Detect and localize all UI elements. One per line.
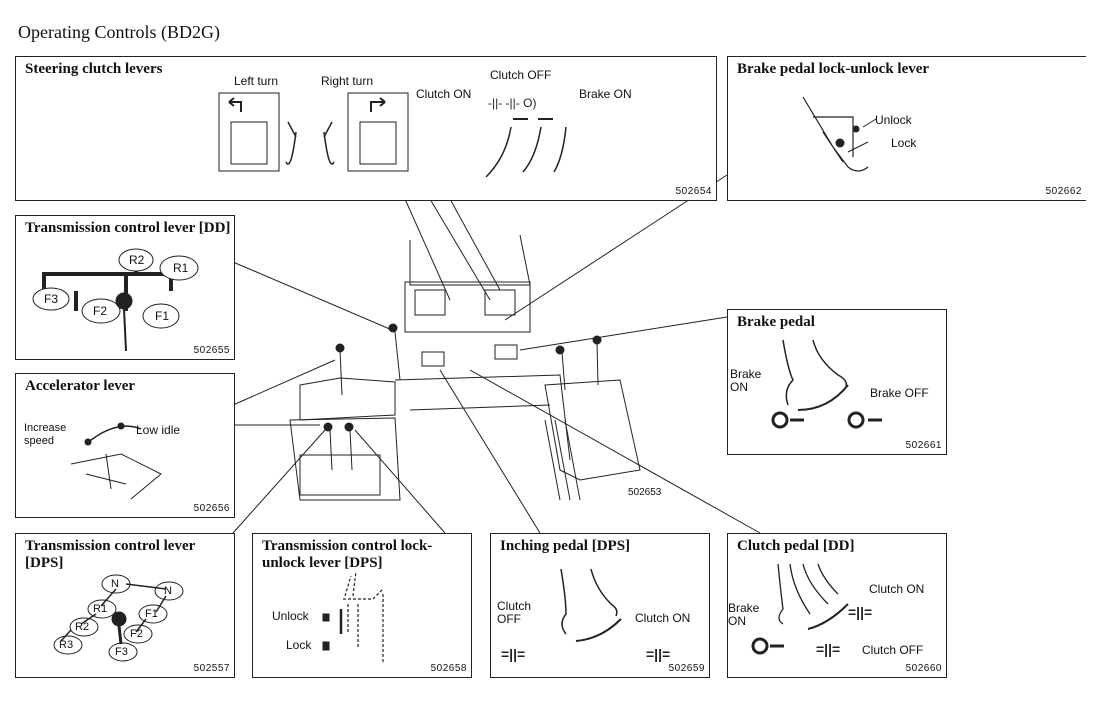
figure-number: 502659 xyxy=(668,663,705,674)
clutch-off-label: Clutch OFF xyxy=(497,599,532,626)
panel-heading: Accelerator lever xyxy=(25,378,136,394)
gear-r2: R2 xyxy=(75,621,90,633)
unlock-label: Unlock xyxy=(875,113,912,127)
clutch-on-label: Clutch ON xyxy=(416,87,472,101)
left-turn-label: Left turn xyxy=(234,74,279,88)
leader-lines xyxy=(232,174,761,534)
figure-number: 502662 xyxy=(1045,186,1082,197)
figure-number: 502660 xyxy=(905,663,942,674)
panel-heading: Transmission control lock-unlock lever [… xyxy=(262,538,433,571)
gear-f2: F2 xyxy=(93,304,108,318)
brake-on-label: Brake ON xyxy=(730,367,762,394)
brake-pedal-illustration xyxy=(771,339,882,429)
clutch-on-label: Clutch ON xyxy=(635,611,691,625)
panel-steering-clutch-levers: -||- -||- O) Steering clutch levers Left… xyxy=(15,56,717,201)
brake-lock-illustration xyxy=(802,96,877,172)
brake-on-label: Brake ON xyxy=(579,87,632,101)
panel-brake-pedal: Brake pedal Brake ON Brake OFF 502661 xyxy=(727,309,947,455)
brake-off-label: Brake OFF xyxy=(870,386,929,400)
panel-heading: Transmission control lever [DD] xyxy=(25,220,231,236)
increase-speed-label: Increase speed xyxy=(24,422,67,447)
lock-lever-illustration xyxy=(322,570,384,664)
lock-label: Lock xyxy=(286,638,312,652)
figure-number: 502656 xyxy=(193,503,230,514)
svg-text:-||- -||- O): -||- -||- O) xyxy=(488,96,536,110)
steering-illustration: -||- -||- O) xyxy=(218,92,567,178)
svg-text:=||=: =||= xyxy=(816,641,840,657)
svg-text:=||=: =||= xyxy=(501,646,525,662)
panel-heading: Inching pedal [DPS] xyxy=(500,538,631,554)
panel-heading: Brake pedal xyxy=(737,314,815,330)
accelerator-illustration xyxy=(70,422,162,500)
gear-n: N xyxy=(111,578,119,590)
figure-number: 502654 xyxy=(675,186,712,197)
gear-r3: R3 xyxy=(59,639,74,651)
gear-f3: F3 xyxy=(115,646,128,658)
dozer-left-icon xyxy=(218,92,280,172)
panel-heading: Brake pedal lock-unlock lever xyxy=(737,61,930,77)
panel-heading: Transmission control lever [DPS] xyxy=(25,538,195,571)
gear-pattern-dd xyxy=(32,248,199,352)
low-idle-label: Low idle xyxy=(136,423,181,437)
figure-number: 502661 xyxy=(905,440,942,451)
svg-text:=||=: =||= xyxy=(848,604,872,620)
gear-r1: R1 xyxy=(173,261,189,275)
panel-heading: Steering clutch levers xyxy=(25,61,163,77)
figure-number: 502653 xyxy=(628,487,662,498)
gear-f3: F3 xyxy=(44,292,59,306)
gear-f1: F1 xyxy=(155,309,170,323)
gear-pattern-dps xyxy=(53,574,184,662)
svg-text:=||=: =||= xyxy=(646,646,670,662)
unlock-label: Unlock xyxy=(272,609,309,623)
figure-number: 502655 xyxy=(193,345,230,356)
lock-label: Lock xyxy=(891,136,917,150)
dozer-right-icon xyxy=(347,92,409,172)
gear-r1: R1 xyxy=(93,603,108,615)
gear-n: N xyxy=(164,585,172,597)
figure-number: 502557 xyxy=(193,663,230,674)
figure-number: 502658 xyxy=(430,663,467,674)
right-turn-label: Right turn xyxy=(321,74,374,88)
gear-f1: F1 xyxy=(145,608,158,620)
clutch-off-label: Clutch OFF xyxy=(862,643,924,657)
panel-inching-pedal: =||= =||= Inching pedal [DPS] Clutch OFF… xyxy=(490,533,710,678)
panel-transmission-lever-dps: Transmission control lever [DPS] N N R1 … xyxy=(15,533,235,678)
machine-body xyxy=(289,234,641,501)
gear-r2: R2 xyxy=(129,253,145,267)
panel-brake-lock-lever: Brake pedal lock-unlock lever Unlock Loc… xyxy=(727,56,1086,201)
panel-clutch-pedal: =||= =||= Clutch pedal [DD] Clutch ON Br… xyxy=(727,533,947,678)
panel-transmission-lock-lever: Transmission control lock-unlock lever [… xyxy=(252,533,472,678)
panel-transmission-lever-dd: Transmission control lever [DD] R2 R1 F3… xyxy=(15,215,235,360)
page-title: Operating Controls (BD2G) xyxy=(18,22,220,42)
inching-pedal-illustration: =||= =||= xyxy=(501,568,670,662)
brake-on-label: Brake ON xyxy=(728,601,760,628)
clutch-pedal-illustration: =||= =||= xyxy=(751,563,872,657)
clutch-on-label: Clutch ON xyxy=(869,582,925,596)
panel-accelerator-lever: Accelerator lever Increase speed Low idl… xyxy=(15,373,235,518)
clutch-off-label: Clutch OFF xyxy=(490,68,552,82)
gear-f2: F2 xyxy=(130,628,143,640)
panel-heading: Clutch pedal [DD] xyxy=(737,538,855,554)
